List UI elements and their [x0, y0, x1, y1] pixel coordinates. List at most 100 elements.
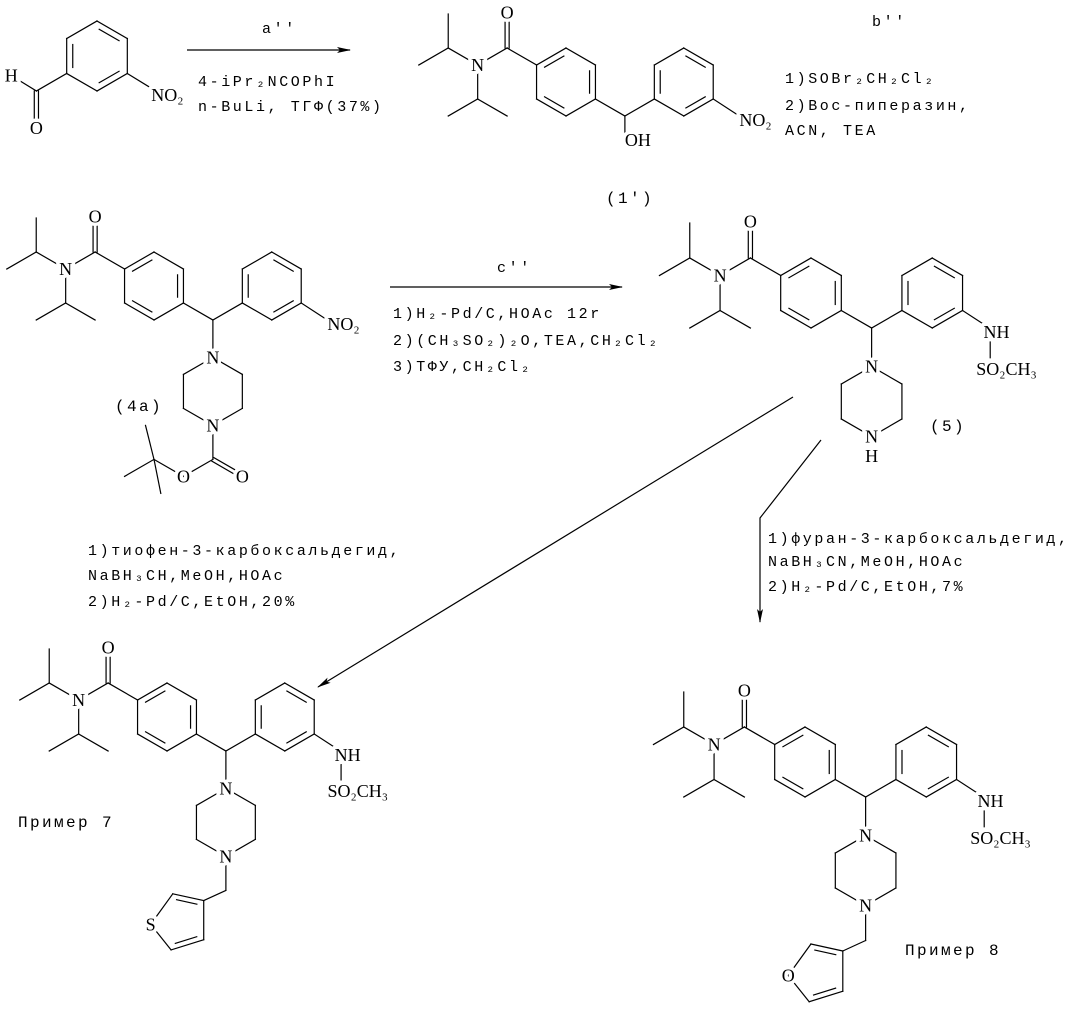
methine-bond — [595, 99, 624, 116]
aryl-ring-bond — [934, 308, 954, 319]
benzamide-ring-bond — [138, 683, 167, 700]
step-c-condition: 2)(CH₃SO₂)₂O,TEA,CH₂Cl₂ — [393, 333, 660, 350]
step-d-condition: 1)тиофен-3-карбоксальдегид, — [88, 543, 401, 560]
benzamide-ring-bond — [781, 258, 811, 276]
isopropyl-bond — [659, 258, 689, 276]
benzamide-ring-bond — [537, 48, 566, 65]
aryl-ring-bond — [255, 734, 284, 751]
amide-nitrogen-label: N — [708, 735, 721, 755]
benzaldehyde-ring-bond — [67, 74, 97, 92]
step-d-condition: 2)H₂-Pd/C,EtOH,20% — [88, 594, 297, 611]
benzaldehyde-ring-bond — [97, 21, 127, 39]
nh-label: NH — [335, 745, 361, 765]
isopropyl-bond — [714, 780, 744, 798]
aryl-ring-bond — [287, 732, 306, 743]
aryl-ring-bond — [686, 56, 705, 67]
nh-label: NH — [984, 322, 1010, 342]
amide-nitrogen-label: N — [714, 266, 727, 286]
nitro-group-label: NO₂ — [151, 85, 183, 105]
step-d-condition: NaBH₃CH,MeOH,HOAc — [88, 568, 285, 585]
amide-nitrogen-label: N — [59, 259, 72, 279]
benzamide-ring-bond — [775, 727, 805, 745]
aryl-ring-bond — [928, 777, 948, 788]
benzamide-ring-bond — [167, 683, 196, 700]
piperazine-h-label: H — [865, 446, 878, 466]
tert-butyl-bond — [154, 459, 161, 493]
piperazine-nitrogen-label: N — [206, 347, 219, 367]
step-a-label: a'' — [262, 21, 297, 38]
piperazine-nitrogen-label: N — [219, 778, 232, 798]
tert-butyl-bond — [125, 459, 154, 476]
nitro-bond — [301, 303, 327, 320]
aryl-ring-bond — [242, 252, 271, 269]
aryl-ring-bond — [902, 311, 932, 329]
methylene-bond — [204, 890, 226, 900]
step-c-condition: 1)H₂-Pd/C,HOAc 12r — [393, 306, 602, 323]
isopropyl-bond — [79, 734, 108, 751]
tert-butyl-bond — [146, 425, 155, 459]
isopropyl-bond — [7, 252, 36, 269]
benzamide-ring-bond — [146, 691, 165, 702]
benzamide-ring-bond — [125, 252, 154, 269]
isopropyl-bond — [690, 311, 720, 329]
benzamide-ring-bond — [805, 780, 835, 798]
isopropyl-bond — [684, 780, 714, 798]
benzamide-ring-bond — [138, 734, 167, 751]
benzamide-ring-bond — [146, 732, 165, 743]
amide-bond — [507, 48, 536, 65]
methine-bond — [872, 311, 902, 329]
nitro-group-label: NO₂ — [739, 110, 771, 130]
amide-nitrogen-label: N — [471, 55, 484, 75]
benzamide-ring-bond — [805, 727, 835, 745]
aryl-ring-bond — [287, 691, 306, 702]
benzamide-ring-bond — [545, 97, 564, 108]
benzamide-ring-bond — [789, 308, 809, 319]
aryl-ring-bond — [684, 48, 713, 65]
aryl-ring-bond — [928, 735, 948, 746]
amide-bond — [750, 258, 780, 276]
methine-bond — [196, 734, 225, 751]
methine-bond — [213, 303, 242, 320]
aryl-ring-bond — [272, 303, 301, 320]
amide-bond — [744, 727, 774, 745]
benzamide-ring-bond — [154, 303, 183, 320]
piperazine-nitrogen-label: N — [865, 357, 878, 377]
aryl-ring-bond — [272, 252, 301, 269]
aryl-ring-bond — [934, 266, 954, 277]
aryl-ring-bond — [926, 727, 956, 745]
benzamide-ring-bond — [775, 780, 805, 798]
boc-carbonyl-oxygen-label: O — [236, 466, 249, 486]
bonds-layer — [7, 14, 990, 1002]
benzaldehyde-ring-bond — [99, 29, 119, 40]
compound-label-1prime: (1') — [606, 190, 654, 208]
aryl-ring-bond — [242, 303, 271, 320]
benzamide-ring-bond — [125, 303, 154, 320]
benzamide-ring-bond — [133, 301, 152, 312]
benzamide-ring-bond — [167, 734, 196, 751]
carbonyl-oxygen-label: O — [738, 680, 751, 700]
step-c-condition: 3)ТФУ,CH₂Cl₂ — [393, 359, 532, 376]
isopropyl-bond — [419, 48, 448, 65]
isopropyl-bond — [478, 99, 507, 116]
mesyl-group-label: SO₂CH₃ — [970, 828, 1031, 848]
aldehyde-bond — [36, 74, 66, 92]
piperazine-nitrogen-label: N — [865, 427, 878, 447]
isopropyl-bond — [36, 303, 65, 320]
compound-label-example-8: Пример 8 — [905, 942, 1001, 960]
mesyl-group-label: SO₂CH₃ — [327, 781, 388, 801]
heteroaryl-ring-bond — [815, 950, 836, 955]
hydroxyl-label: OH — [625, 130, 651, 150]
carbonyl-oxygen-label: O — [744, 211, 757, 231]
atom-labels-layer: HONO₂ONNO₂OHONNO₂NNOOONNHSO₂CH₃NNHONNHSO… — [5, 2, 1037, 985]
benzamide-ring-bond — [811, 258, 841, 276]
step-e-condition: NaBH₃CN,MeOH,HOAc — [768, 554, 965, 571]
benzamide-ring-bond — [789, 266, 809, 277]
compound-label-example-7: Пример 7 — [18, 814, 114, 832]
methine-bond — [841, 311, 871, 329]
aryl-ring-bond — [896, 727, 926, 745]
heteroaryl-ring-bond — [809, 991, 843, 1002]
benzamide-ring-bond — [566, 48, 595, 65]
aryl-ring-bond — [654, 48, 683, 65]
methine-bond — [183, 303, 212, 320]
